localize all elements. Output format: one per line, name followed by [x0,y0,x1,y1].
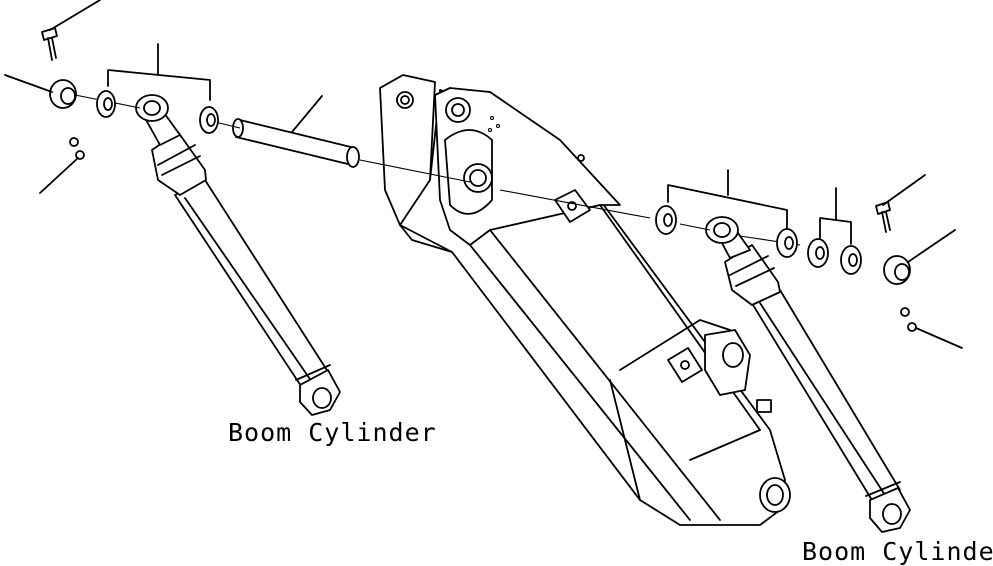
right-cylinder-label: Boom Cylinder [802,537,993,566]
left-cylinder-label: Boom Cylinder [228,418,437,447]
right-hardware [655,169,963,349]
boom-arm [379,74,791,526]
right-boom-cylinder [705,216,911,533]
left-hardware [4,0,219,194]
left-boom-cylinder [135,94,341,416]
boom-pin [232,95,360,168]
